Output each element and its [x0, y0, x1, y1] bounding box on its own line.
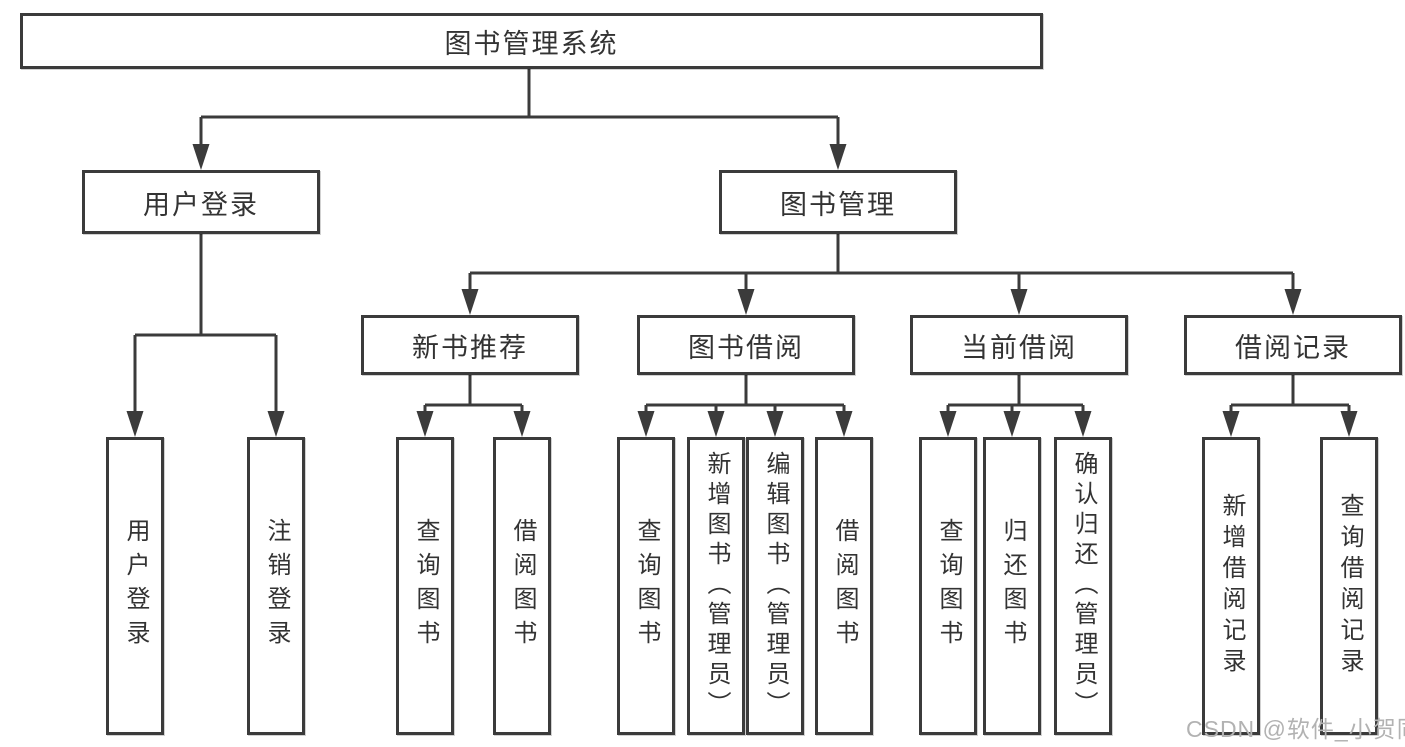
leaf-return-books-label: 归还图书 — [999, 518, 1026, 654]
node-book-management: 图书管理 — [719, 170, 957, 234]
leaf-confirm-return-admin: 确认归还（管理员） — [1054, 437, 1112, 735]
leaf-query-borrow-record: 查询借阅记录 — [1320, 437, 1378, 735]
leaf-add-borrow-record-label: 新增借阅记录 — [1218, 493, 1245, 679]
leaf-return-books: 归还图书 — [983, 437, 1041, 735]
leaf-query-books-current: 查询图书 — [919, 437, 977, 735]
node-book-management-label: 图书管理 — [780, 189, 896, 220]
node-current-borrowing: 当前借阅 — [910, 315, 1128, 375]
leaf-query-borrow-record-label: 查询借阅记录 — [1336, 493, 1363, 679]
leaf-edit-book-admin-label: 编辑图书（管理员） — [762, 451, 789, 721]
leaf-logout: 注销登录 — [247, 437, 305, 735]
leaf-query-books-current-label: 查询图书 — [935, 518, 962, 654]
node-root-label: 图书管理系统 — [444, 28, 619, 59]
leaf-confirm-return-admin-label: 确认归还（管理员） — [1070, 451, 1097, 721]
node-book-borrowing: 图书借阅 — [637, 315, 855, 375]
leaf-query-books-recommend-label: 查询图书 — [412, 518, 439, 654]
leaf-add-book-admin-label: 新增图书（管理员） — [703, 451, 730, 721]
leaf-add-borrow-record: 新增借阅记录 — [1202, 437, 1260, 735]
node-current-borrowing-label: 当前借阅 — [961, 332, 1077, 363]
node-borrowing-records: 借阅记录 — [1184, 315, 1402, 375]
node-root: 图书管理系统 — [20, 13, 1043, 69]
leaf-query-books-recommend: 查询图书 — [396, 437, 454, 735]
leaf-edit-book-admin: 编辑图书（管理员） — [746, 437, 804, 735]
csdn-watermark: CSDN @软件_小贺同学 — [1186, 716, 1405, 742]
leaf-borrow-books-recommend-label: 借阅图书 — [509, 518, 536, 654]
node-book-borrowing-label: 图书借阅 — [688, 332, 804, 363]
leaf-user-login-label: 用户登录 — [122, 518, 149, 654]
leaf-borrow-books-recommend: 借阅图书 — [493, 437, 551, 735]
leaf-borrow-books-borrowing-label: 借阅图书 — [831, 518, 858, 654]
leaf-borrow-books-borrowing: 借阅图书 — [815, 437, 873, 735]
leaf-query-books-borrowing-label: 查询图书 — [633, 518, 660, 654]
node-user-login-label: 用户登录 — [143, 189, 259, 220]
leaf-add-book-admin: 新增图书（管理员） — [687, 437, 745, 735]
node-new-book-recommendation: 新书推荐 — [361, 315, 579, 375]
node-user-login: 用户登录 — [82, 170, 320, 234]
arrowheads — [126, 144, 1358, 437]
node-borrowing-records-label: 借阅记录 — [1235, 332, 1351, 363]
leaf-user-login: 用户登录 — [106, 437, 164, 735]
leaf-logout-label: 注销登录 — [263, 518, 290, 654]
node-new-book-recommendation-label: 新书推荐 — [412, 332, 528, 363]
leaf-query-books-borrowing: 查询图书 — [617, 437, 675, 735]
